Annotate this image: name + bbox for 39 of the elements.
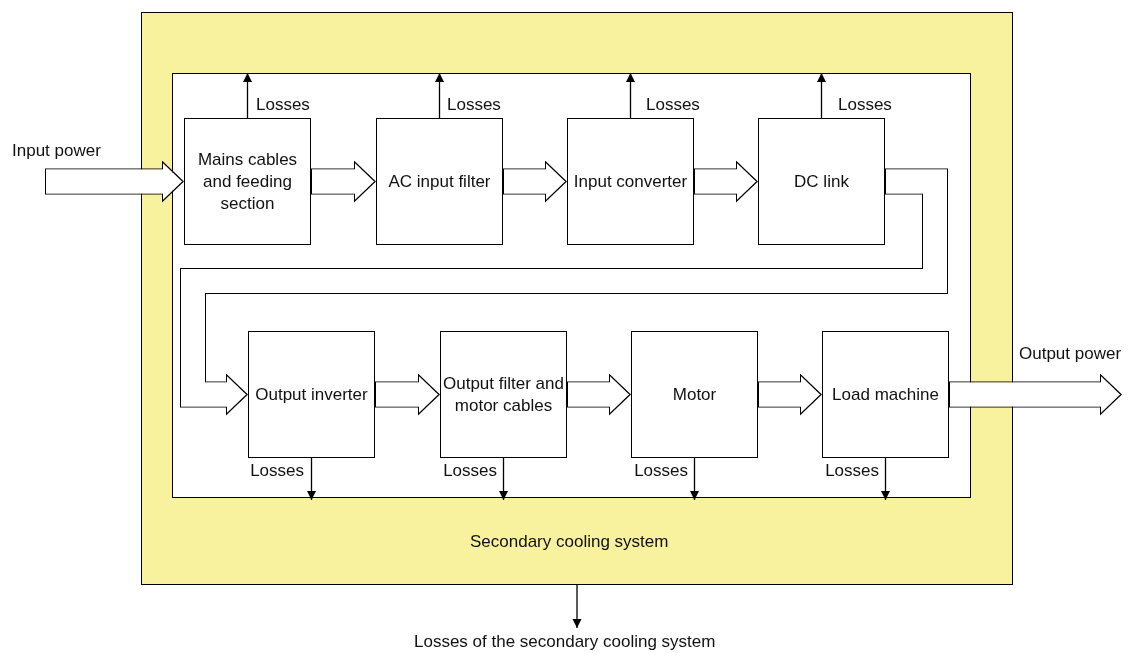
loss-arrow [690,457,699,501]
power-flow-arrow [694,160,758,203]
edge-label: Losses [256,95,310,115]
power-flow-arrow [311,160,376,203]
edge-label: Output power [1019,344,1122,364]
loss-arrow [626,72,635,119]
cooling-system-area [141,12,1013,585]
loss-arrow [243,72,252,119]
edge-label: Losses [250,461,304,481]
power-flow-arrow [45,160,184,203]
edge-label: Losses [634,461,688,481]
edge-label: Losses of the secondary cooling system [414,632,716,652]
loss-arrow [499,457,508,501]
process-box: Output filter and motor cables [440,331,567,458]
process-box: Mains cables and feeding section [184,118,311,245]
power-flow-arrow [758,373,822,416]
edge-label: Input power [12,141,101,161]
edge-label: Losses [443,461,497,481]
process-box: AC input filter [376,118,503,245]
power-flow-arrow [180,168,948,416]
edge-label: Losses [646,95,700,115]
loss-arrow [435,72,444,119]
loss-arrow [881,457,890,501]
loss-arrow [572,584,582,629]
loss-arrow [817,72,826,119]
edge-label: Losses [838,95,892,115]
process-box: Load machine [822,331,949,458]
process-box: Output inverter [248,331,375,458]
power-flow-arrow [949,373,1122,416]
edge-label: Losses [825,461,879,481]
edge-label: Losses [447,95,501,115]
area-title: Secondary cooling system [470,532,669,552]
process-box: Motor [631,331,758,458]
power-flow-arrow [375,373,440,416]
process-box: Input converter [567,118,694,245]
process-box: DC link [758,118,885,245]
loss-arrow [307,457,316,501]
power-flow-arrow [503,160,567,203]
power-flow-arrow [567,373,631,416]
